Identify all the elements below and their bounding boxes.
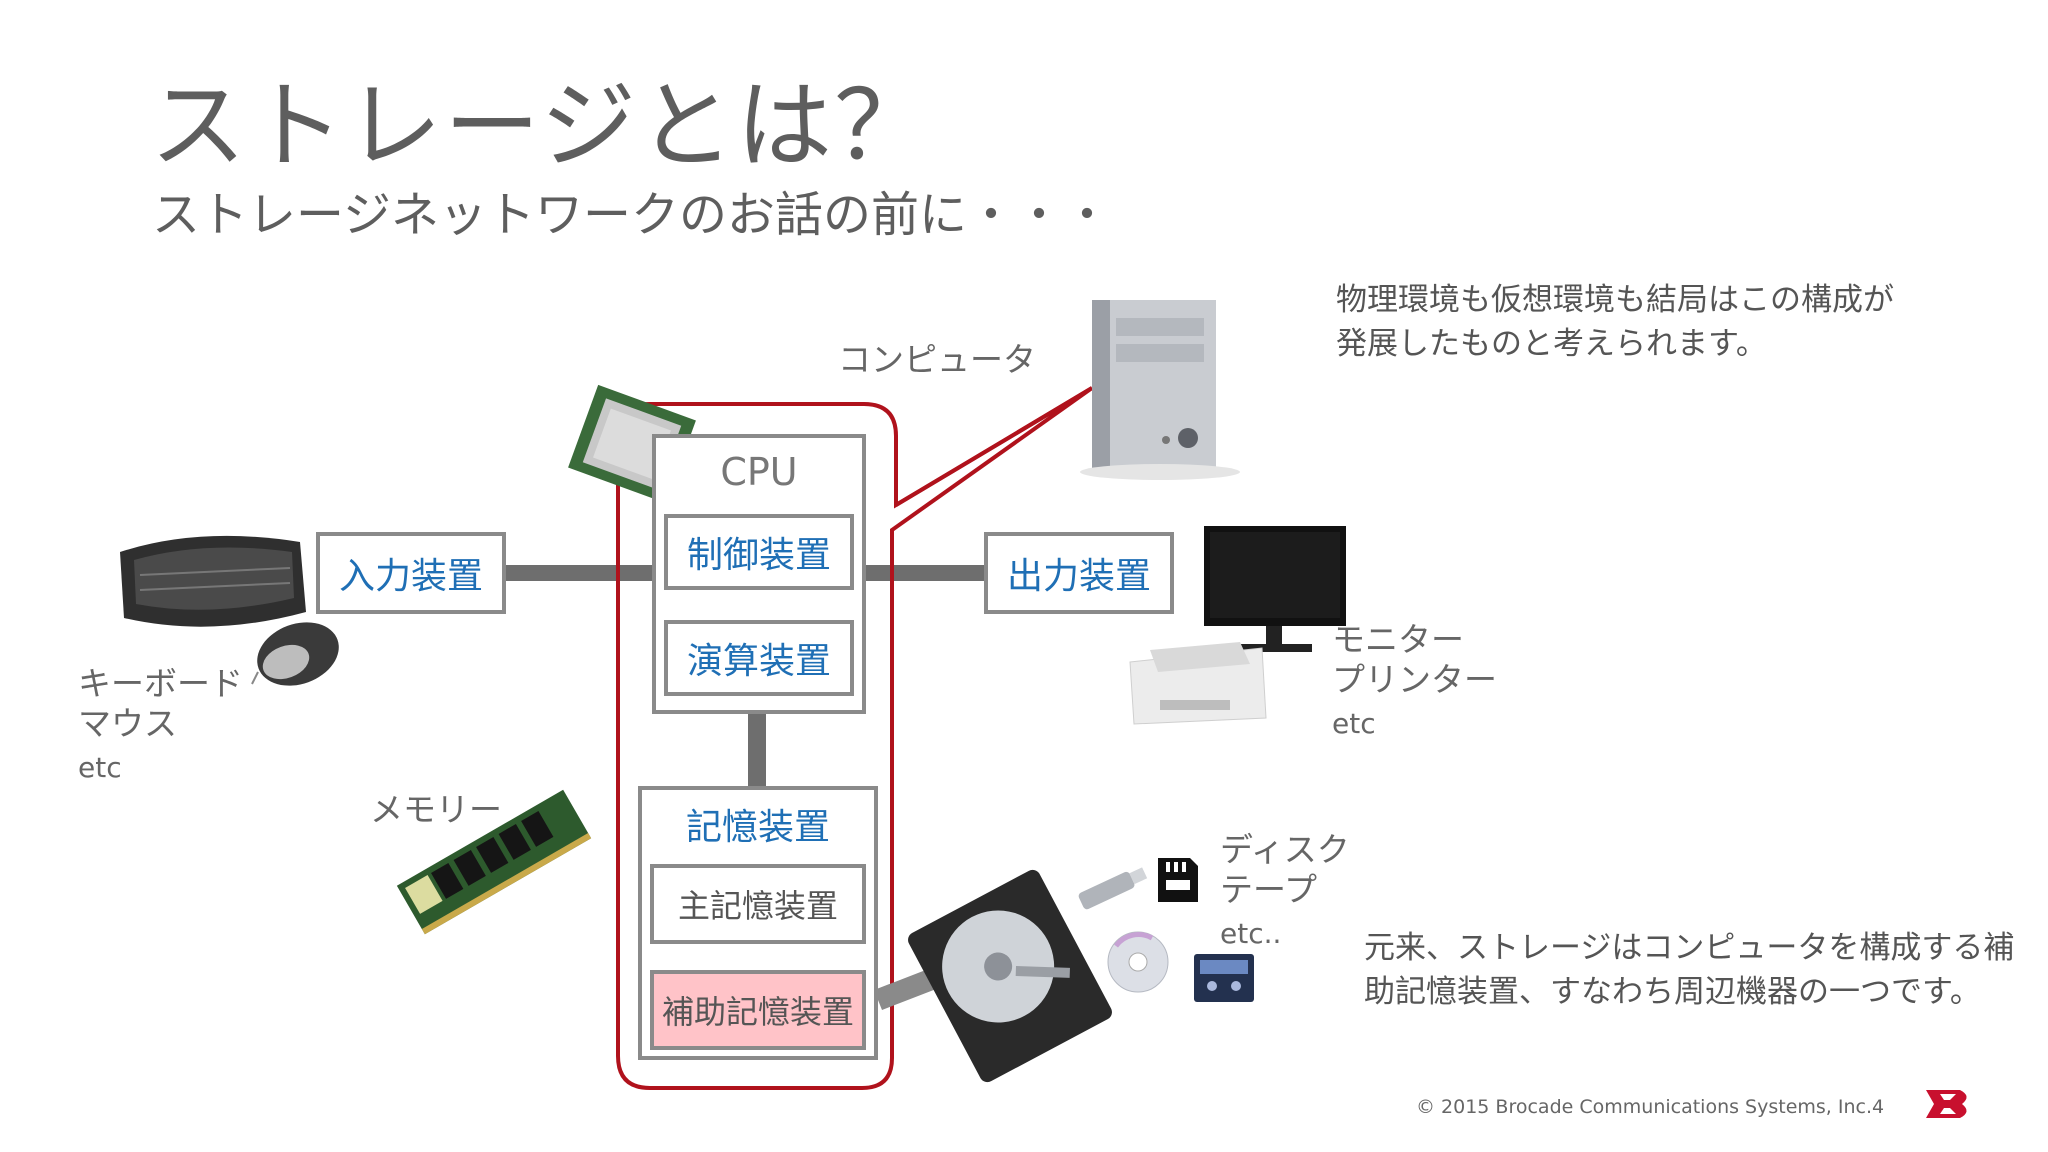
slide-title: ストレージとは？: [150, 70, 933, 182]
callout-line-top: [894, 386, 1094, 507]
page-number: 4: [1872, 1096, 1885, 1118]
note-bottom: 元来、ストレージはコンピュータを構成する補 助記憶装置、すなわち周辺機器の一つで…: [1364, 926, 2014, 1014]
mouse-label: マウス: [78, 704, 177, 743]
input-device-box: 入力装置: [316, 532, 506, 614]
control-unit-label: 制御装置: [686, 535, 831, 576]
aux-storage-label: 補助記憶装置: [661, 993, 854, 1031]
main-storage-box: 主記憶装置: [650, 864, 866, 944]
computer-label: コンピュータ: [838, 340, 1036, 379]
brocade-logo-icon: [1926, 1090, 1967, 1118]
tape-cassette-icon: [1194, 954, 1254, 1002]
usb-drive-icon: [1078, 867, 1148, 910]
hard-disk-icon: [908, 869, 1112, 1083]
copyright-footer: © 2015 Brocade Communications Systems, I…: [1416, 1096, 1873, 1118]
printer-icon: [1129, 642, 1267, 725]
monitor-icon: [1204, 526, 1346, 652]
media-etc-label: etc..: [1220, 917, 1282, 950]
arithmetic-unit-label: 演算装置: [686, 641, 831, 682]
note-bottom-line-2: 助記憶装置、すなわち周辺機器の一つです。: [1364, 974, 1981, 1010]
arithmetic-unit-box: 演算装置: [664, 620, 854, 696]
dvd-disc-icon: [1107, 931, 1169, 993]
printer-label: プリンター: [1332, 660, 1497, 699]
connector-storage-line: [748, 712, 766, 790]
slide-subtitle: ストレージネットワークのお話の前に・・・: [152, 187, 1112, 243]
connector-output-line: [865, 565, 990, 581]
aux-storage-box: 補助記憶装置: [650, 970, 866, 1050]
cpu-label: CPU: [720, 450, 798, 494]
control-unit-box: 制御装置: [664, 514, 854, 590]
note-top: 物理環境も仮想環境も結局はこの構成が 発展したものと考えられます。: [1336, 278, 1894, 366]
keyboard-icon: [120, 535, 306, 627]
storage-label: 記憶装置: [685, 807, 830, 848]
input-devices-list: キーボード マウス etc: [78, 664, 243, 788]
output-device-label: 出力装置: [1006, 556, 1151, 597]
disk-label: ディスク: [1220, 830, 1350, 869]
output-devices-list: モニター プリンター etc: [1332, 620, 1497, 744]
memory-label: メモリー: [370, 790, 502, 829]
input-etc-label: etc: [78, 751, 122, 784]
media-list: ディスク テープ etc..: [1220, 830, 1350, 954]
keyboard-label: キーボード: [78, 664, 243, 703]
note-bottom-line-1: 元来、ストレージはコンピュータを構成する補: [1364, 930, 2015, 966]
sd-card-icon: [1158, 858, 1198, 902]
output-etc-label: etc: [1332, 707, 1376, 740]
tape-label: テープ: [1220, 870, 1318, 909]
output-device-box: 出力装置: [984, 532, 1174, 614]
mouse-icon: [251, 622, 339, 686]
connector-input-line: [500, 565, 660, 581]
memory-module-icon: [396, 789, 592, 935]
note-top-line-2: 発展したものと考えられます。: [1336, 326, 1767, 362]
monitor-label: モニター: [1332, 620, 1464, 659]
note-top-line-1: 物理環境も仮想環境も結局はこの構成が: [1336, 282, 1894, 318]
input-device-label: 入力装置: [338, 556, 483, 597]
main-storage-label: 主記憶装置: [677, 887, 838, 925]
computer-tower-icon: [1080, 300, 1240, 480]
